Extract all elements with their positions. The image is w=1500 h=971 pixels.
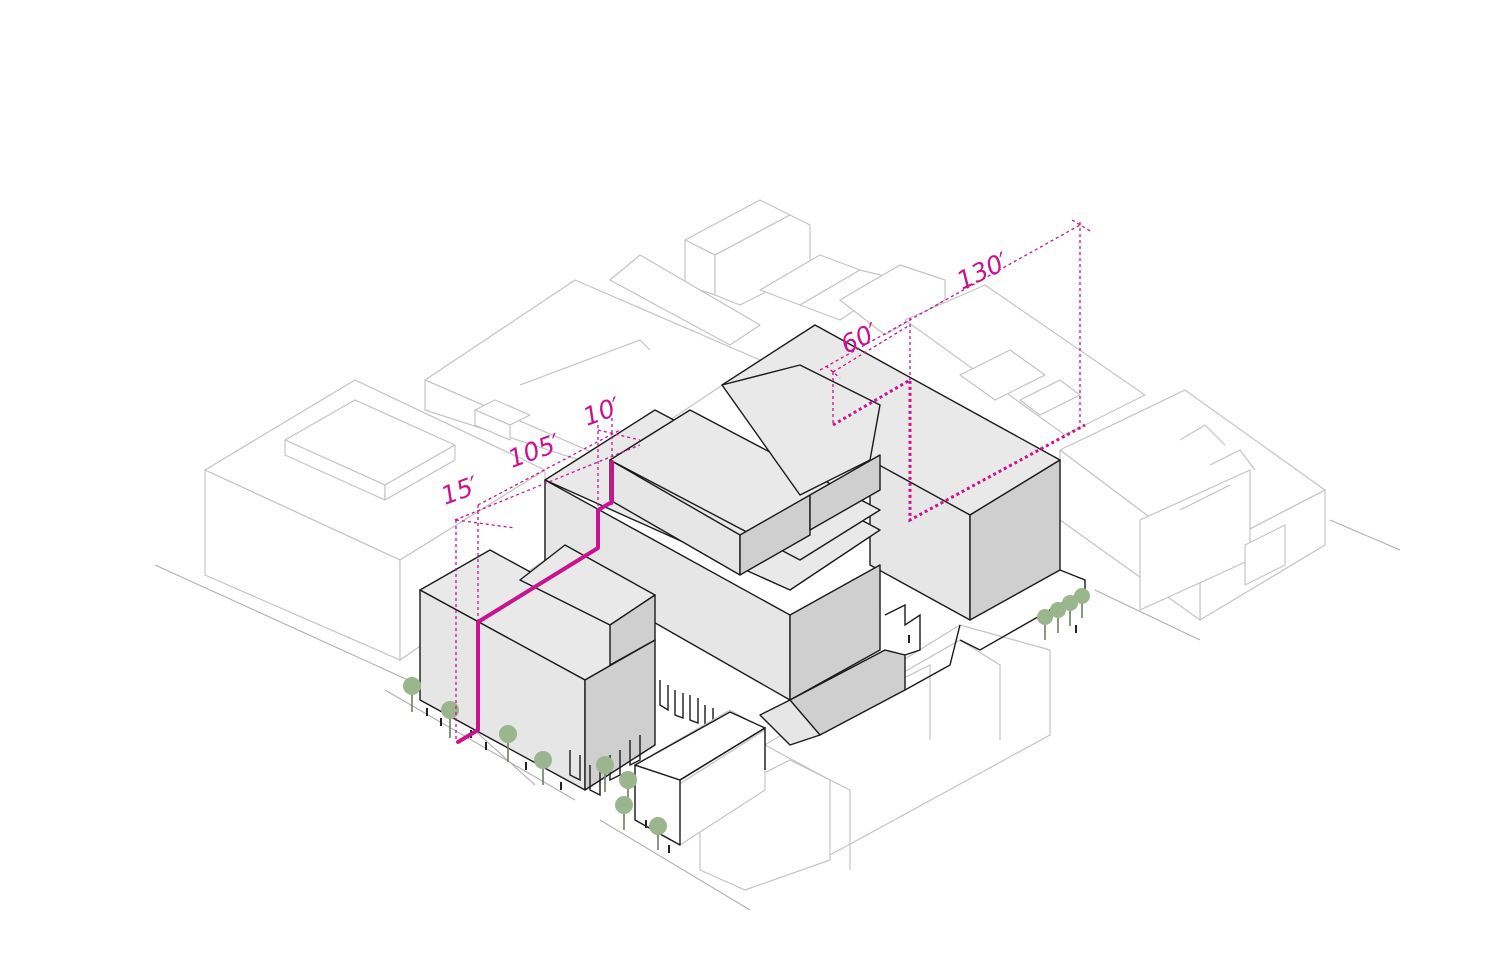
tree-icon bbox=[1074, 588, 1090, 618]
person-icon bbox=[525, 762, 527, 770]
colonnade bbox=[569, 680, 714, 797]
upper-block-side bbox=[739, 494, 811, 576]
tree-icon bbox=[534, 751, 552, 785]
tree-icon bbox=[441, 701, 459, 738]
podium-front bbox=[759, 699, 821, 746]
person-icon bbox=[440, 718, 442, 726]
person-icon bbox=[560, 782, 562, 790]
person-icon bbox=[426, 708, 428, 716]
central-block-side bbox=[789, 564, 881, 701]
tree-icon bbox=[1037, 609, 1053, 640]
person-icon bbox=[645, 820, 647, 828]
tree-icon bbox=[649, 817, 667, 850]
upper-wing-side bbox=[809, 454, 881, 531]
person-icon bbox=[485, 742, 487, 750]
tree-icon bbox=[499, 725, 517, 762]
person-icon bbox=[908, 635, 910, 643]
front-step-side bbox=[609, 594, 656, 666]
person-icon bbox=[1075, 625, 1077, 633]
tree-icon bbox=[596, 756, 614, 792]
upper-wing-top bbox=[721, 364, 881, 496]
tree-icon bbox=[403, 677, 421, 712]
context-buildings bbox=[204, 199, 1326, 891]
tree-icon bbox=[615, 796, 633, 830]
dimension-lines bbox=[454, 219, 1093, 744]
tree-icon bbox=[1062, 595, 1078, 626]
person-icon bbox=[668, 845, 670, 853]
street-trees bbox=[403, 588, 1090, 850]
tree-icon bbox=[1050, 602, 1066, 633]
proposed-massing bbox=[419, 324, 1086, 846]
